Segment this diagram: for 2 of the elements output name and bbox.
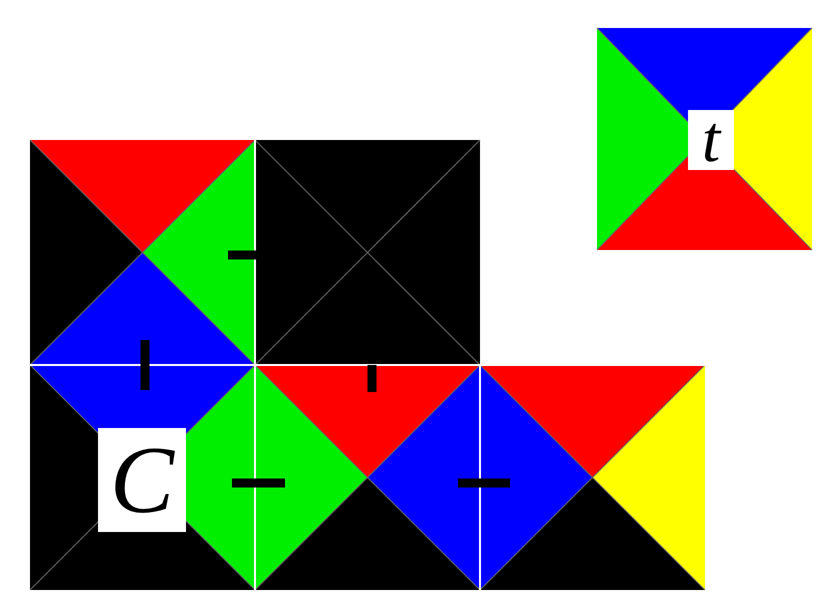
- tile-label: C: [98, 428, 186, 532]
- tile-label: t: [688, 110, 734, 170]
